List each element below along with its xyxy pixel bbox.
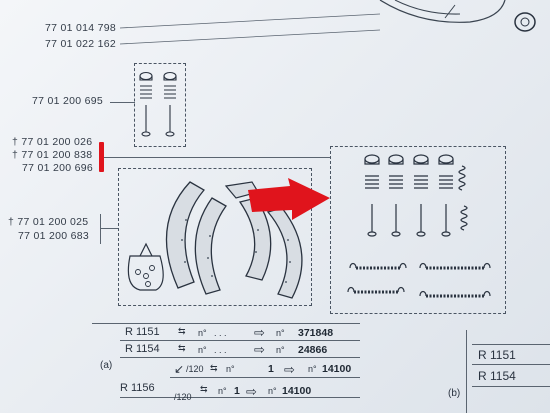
brake-shoes-box	[118, 168, 312, 306]
right-table-rule-2	[472, 364, 550, 365]
row-number: 1	[234, 385, 240, 397]
right-table-rule-3	[472, 386, 550, 387]
part-number-group-2: † 77 01 200 838	[12, 149, 93, 161]
row-number: 1	[268, 363, 274, 375]
row-value: 24866	[298, 344, 328, 356]
small-kit-box	[134, 63, 186, 147]
row-value: 14100	[322, 363, 352, 375]
row-value: 14100	[282, 385, 312, 397]
leader-line-shoes	[100, 228, 118, 229]
swap-arrows-icon: ⇆	[178, 343, 186, 353]
row-n-label: n°	[308, 364, 317, 374]
part-number-shoes-2: 77 01 200 683	[18, 230, 90, 242]
red-highlight-marker	[99, 142, 104, 172]
table-rule-4	[170, 377, 360, 378]
leader-line-spring-kit	[104, 157, 330, 158]
table-rule-1	[92, 323, 360, 324]
swap-arrows-icon: ⇆	[200, 384, 208, 394]
arrow-right-icon: ⇨	[254, 325, 265, 340]
row-code: R 1156	[120, 382, 155, 394]
row-n-label: n°	[268, 386, 277, 396]
arrow-right-icon: ⇨	[284, 362, 295, 377]
swap-arrows-icon: ⇆	[210, 363, 218, 373]
row-n-label: n°	[276, 345, 285, 355]
row-n-label: n°	[198, 328, 207, 338]
part-number-shoes-1: † 77 01 200 025	[8, 216, 89, 228]
row-n-label: n°	[276, 328, 285, 338]
right-row-code: R 1151	[478, 348, 516, 362]
label-b: (b)	[448, 388, 461, 399]
diagonal-arrow-icon: ↙	[174, 362, 185, 376]
part-number-top-1: 77 01 014 798	[45, 22, 117, 34]
row-dots: . . .	[214, 328, 227, 338]
table-rule-2	[120, 340, 360, 341]
row-ratio: /120	[186, 364, 204, 374]
leader-line-small-kit	[110, 102, 135, 103]
part-number-group-1: † 77 01 200 026	[12, 136, 93, 148]
bracket-line-shoes	[100, 214, 101, 244]
table-rule-3	[120, 357, 360, 358]
part-number-small-kit: 77 01 200 695	[32, 95, 104, 107]
row-n-label: n°	[198, 345, 207, 355]
row-code: R 1154	[125, 343, 160, 355]
part-number-group-3: 77 01 200 696	[22, 162, 94, 174]
row-dots: . . .	[214, 345, 227, 355]
table-rule-5	[120, 397, 360, 398]
right-row-code: R 1154	[478, 369, 516, 383]
row-ratio: /120	[174, 392, 192, 402]
row-n-label: n°	[226, 364, 235, 374]
arrow-right-icon: ⇨	[254, 342, 265, 357]
spring-kit-box	[330, 146, 506, 314]
row-code: R 1151	[125, 326, 160, 338]
right-table-rule-1	[472, 344, 550, 345]
arrow-right-icon: ⇨	[246, 384, 257, 399]
row-n-label: n°	[218, 386, 227, 396]
swap-arrows-icon: ⇆	[178, 326, 186, 336]
row-value: 371848	[298, 327, 334, 339]
right-table-divider	[466, 330, 467, 413]
part-number-top-2: 77 01 022 162	[45, 38, 117, 50]
label-a: (a)	[100, 360, 113, 371]
